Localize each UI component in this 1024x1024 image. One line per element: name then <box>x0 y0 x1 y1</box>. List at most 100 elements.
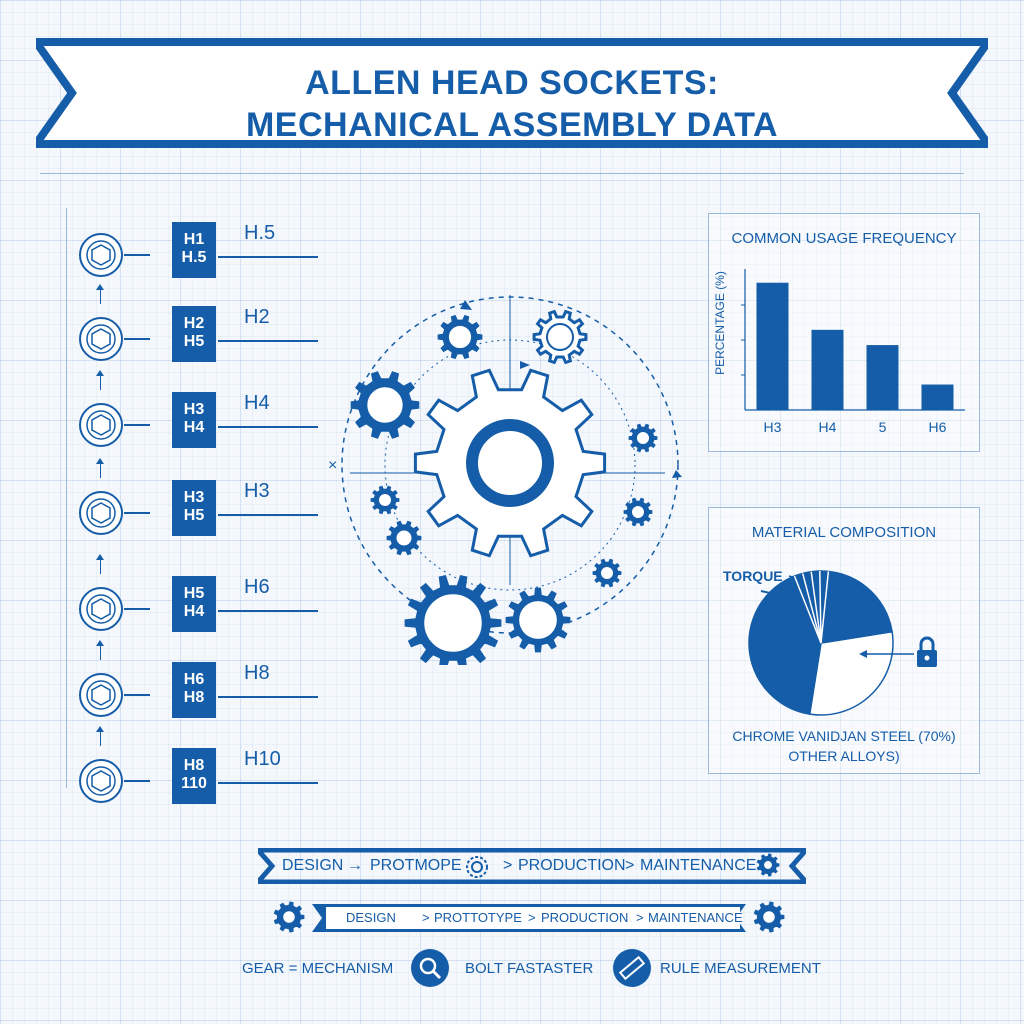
gear-icon <box>532 309 588 365</box>
svg-text:×: × <box>328 457 337 474</box>
material-composition-panel: MATERIAL COMPOSITION TORQUE CHROME VANID… <box>708 507 980 774</box>
x-tick-label: 5 <box>879 419 887 435</box>
material-pie-chart <box>748 570 937 716</box>
hex-socket-icon <box>79 403 123 447</box>
socket-list-rail <box>66 208 67 788</box>
socket-leader-line <box>218 256 318 258</box>
socket-code-top: H3 <box>183 489 205 506</box>
socket-code-bottom: H.5 <box>181 249 207 266</box>
usage-panel-title: COMMON USAGE FREQUENCY <box>731 230 957 247</box>
legend-bolt: BOLT FASTASTER <box>465 960 594 977</box>
arrow-mark <box>672 470 682 478</box>
bolt-icon <box>411 949 449 987</box>
header-divider <box>40 173 964 174</box>
socket-leader-line <box>218 696 318 698</box>
pie-divider-line <box>793 575 822 644</box>
x-tick-label: H3 <box>764 419 782 435</box>
up-arrow-icon <box>96 458 104 478</box>
socket-connector <box>124 780 150 782</box>
hex-socket-icon <box>79 491 123 535</box>
title-line-1: ALLEN HEAD SOCKETS: <box>305 64 719 102</box>
socket-size-label: H.5 <box>244 222 276 244</box>
x-tick-label: H6 <box>929 419 947 435</box>
gear-icon <box>437 314 483 360</box>
process-ribbon-2 <box>312 904 746 932</box>
gear-icon <box>623 497 653 527</box>
up-arrow-icon <box>96 370 104 390</box>
flow2-production: PRODUCTION <box>541 910 629 925</box>
flow1-prototype: PROTMOPE <box>370 857 462 874</box>
socket-leader-line <box>218 426 318 428</box>
flow2-maintenance: MAINTENANCE <box>648 910 743 925</box>
flow1-design: DESIGN <box>282 857 344 874</box>
gear-icon <box>592 558 622 588</box>
socket-connector <box>124 338 150 340</box>
socket-size-label: H4 <box>244 392 270 414</box>
legend-rule: RULE MEASUREMENT <box>660 960 821 977</box>
material-line-1: CHROME VANIDJAN STEEL (70%) <box>732 728 956 744</box>
socket-code-top: H2 <box>183 315 205 332</box>
ruler-icon <box>613 949 651 987</box>
flow1-sep-1: > <box>503 857 513 874</box>
socket-connector <box>124 694 150 696</box>
pie-divider-line <box>819 570 822 644</box>
gear-icon <box>350 371 420 439</box>
title-line-2: MECHANICAL ASSEMBLY DATA <box>245 106 779 144</box>
process-ribbon-1 <box>258 848 806 884</box>
socket-code-bottom: H8 <box>183 689 205 706</box>
flow2-sep-2: > <box>528 910 536 925</box>
gear-icon <box>273 901 305 933</box>
bar-H3 <box>756 282 789 410</box>
arrow-mark <box>520 361 530 369</box>
socket-code-top: H3 <box>183 401 205 418</box>
socket-size-label: H2 <box>244 306 270 328</box>
socket-connector <box>124 512 150 514</box>
gear-icon <box>370 485 400 515</box>
socket-code-bottom: H5 <box>183 333 205 350</box>
flow1-sep-2: > <box>625 857 635 874</box>
socket-code-bottom: 110 <box>181 775 207 792</box>
flow1-arrow: → <box>347 857 363 874</box>
bar-5 <box>866 345 899 410</box>
material-line-2: OTHER ALLOYS) <box>788 748 900 764</box>
pie-slice-other-alloys <box>808 630 894 716</box>
legend-gear: GEAR = MECHANISM <box>242 960 394 977</box>
pie-divider-line <box>820 571 830 644</box>
gear-icon <box>505 587 571 653</box>
usage-y-axis-label: PERCENTAGE (%) <box>713 271 727 375</box>
gear-icon <box>628 423 658 453</box>
material-panel-title: MATERIAL COMPOSITION <box>751 524 937 541</box>
hex-socket-icon <box>79 673 123 717</box>
gear-icon <box>756 853 780 877</box>
page-title: ALLEN HEAD SOCKETS: MECHANICAL ASSEMBLY … <box>0 62 1024 146</box>
up-arrow-icon <box>96 726 104 746</box>
socket-code-top: H8 <box>183 757 205 774</box>
gear-icon <box>404 575 502 665</box>
title-banner <box>36 38 988 148</box>
flow1-production: PRODUCTION <box>518 857 626 874</box>
socket-size-label: H3 <box>244 480 270 502</box>
hex-socket-icon <box>79 587 123 631</box>
flow2-prototype: PROTTOTYPE <box>434 910 522 925</box>
hex-socket-icon <box>79 759 123 803</box>
pie-divider-line <box>801 573 822 644</box>
usage-bar-chart: H3 H4 5 H6 <box>741 269 965 435</box>
gear-icon <box>756 853 780 877</box>
socket-connector <box>124 608 150 610</box>
arrow-mark <box>460 300 472 310</box>
x-tick-label: H4 <box>819 419 837 435</box>
socket-connector <box>124 424 150 426</box>
socket-code-bottom: H5 <box>183 507 205 524</box>
socket-size-label: H10 <box>244 748 281 770</box>
socket-leader-line <box>218 340 318 342</box>
